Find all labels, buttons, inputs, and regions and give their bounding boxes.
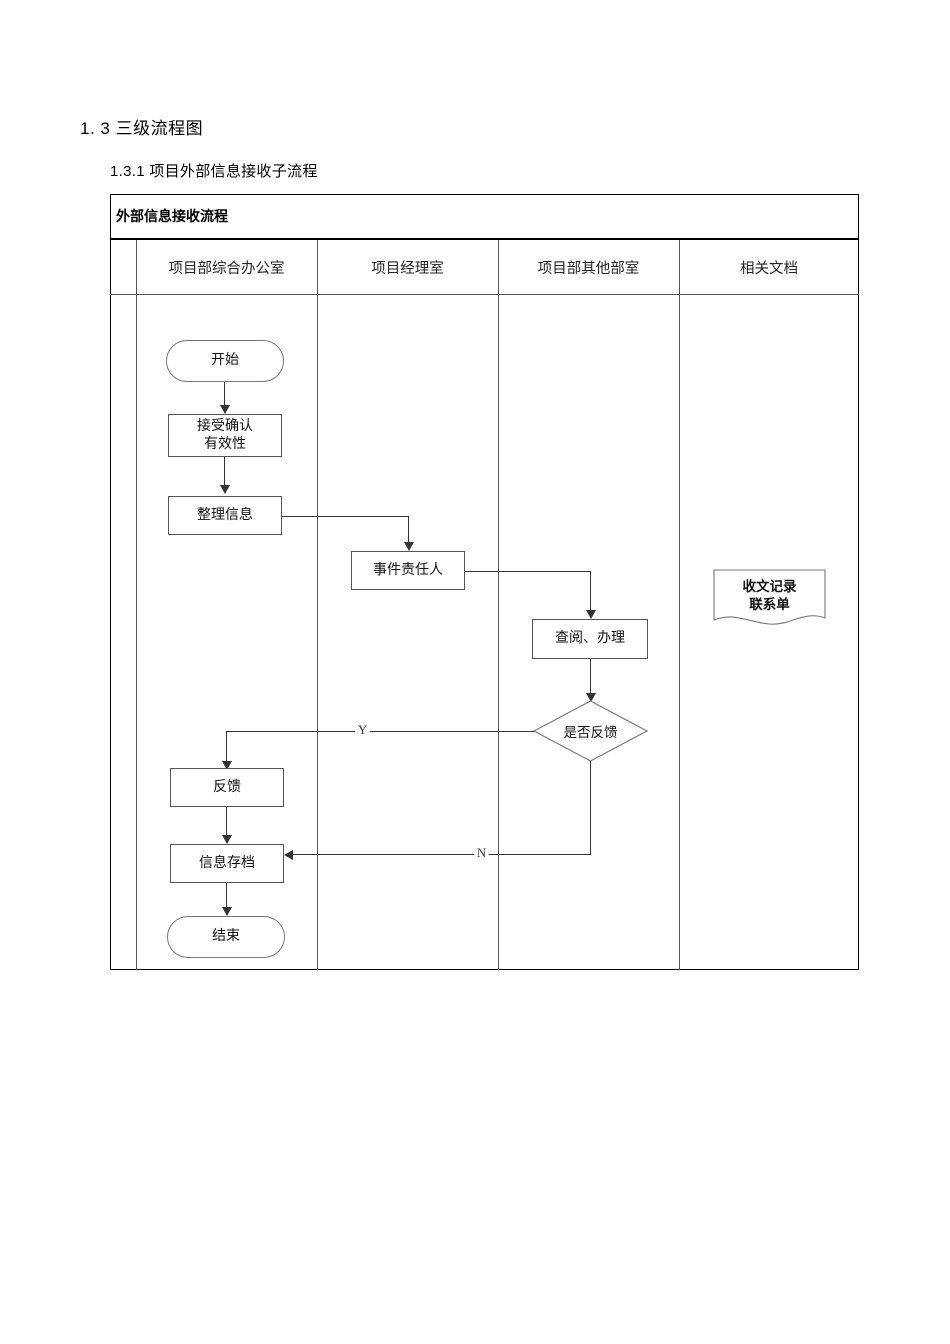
node-archive-label: 信息存档 bbox=[199, 855, 255, 871]
edge-yes-horizontal bbox=[226, 731, 534, 733]
arrowhead-decision bbox=[586, 693, 596, 702]
node-organize-info[interactable]: 整理信息 bbox=[168, 496, 282, 535]
node-end[interactable]: 结束 bbox=[167, 916, 285, 958]
lane-divider-0 bbox=[136, 240, 137, 970]
lane-header-row: 项目部综合办公室 项目经理室 项目部其他部室 相关文档 bbox=[110, 240, 859, 295]
lane-header-other-dept: 项目部其他部室 bbox=[537, 261, 640, 277]
node-decision-feedback[interactable]: 是否反馈 bbox=[533, 700, 648, 762]
arrowhead-confirm bbox=[220, 405, 230, 414]
edge-organize-to-owner-v bbox=[408, 516, 410, 549]
lane-divider-3 bbox=[679, 240, 680, 970]
edge-label-yes: Y bbox=[355, 723, 371, 738]
arrowhead-owner bbox=[404, 542, 414, 551]
edge-organize-to-owner-h bbox=[282, 516, 409, 518]
flowchart-title: 外部信息接收流程 bbox=[116, 208, 228, 224]
node-confirm-validity[interactable]: 接受确认 有效性 bbox=[168, 414, 282, 457]
node-record-line2: 联系单 bbox=[749, 597, 790, 613]
node-document-record-text: 收文记录 联系单 bbox=[712, 578, 827, 614]
lane-header-manager: 项目经理室 bbox=[371, 261, 444, 277]
edge-handle-to-decision bbox=[590, 659, 592, 697]
table-outer-border bbox=[110, 194, 859, 970]
arrowhead-archive-from-no bbox=[284, 850, 293, 860]
arrowhead-end bbox=[222, 907, 232, 916]
node-feedback[interactable]: 反馈 bbox=[170, 768, 284, 807]
edge-feedback-to-archive bbox=[226, 807, 228, 839]
edge-yes-vertical bbox=[226, 731, 228, 768]
node-start[interactable]: 开始 bbox=[166, 340, 284, 382]
edge-start-to-confirm bbox=[224, 382, 226, 408]
node-document-record[interactable]: 收文记录 联系单 bbox=[712, 568, 827, 630]
arrowhead-feedback bbox=[222, 761, 232, 770]
node-organize-label: 整理信息 bbox=[197, 507, 253, 523]
arrowhead-organize bbox=[220, 485, 230, 494]
flowchart-title-row: 外部信息接收流程 bbox=[110, 194, 859, 240]
edge-owner-to-handle-v bbox=[590, 571, 592, 616]
section-heading: 1. 3 三级流程图 bbox=[80, 119, 204, 138]
node-event-owner[interactable]: 事件责任人 bbox=[351, 551, 465, 590]
edge-no-vertical bbox=[590, 761, 592, 855]
node-feedback-label: 反馈 bbox=[213, 779, 241, 795]
edge-no-horizontal bbox=[292, 854, 591, 856]
arrowhead-handle bbox=[586, 610, 596, 619]
lane-divider-1 bbox=[317, 240, 318, 970]
subsection-heading: 1.3.1 项目外部信息接收子流程 bbox=[110, 163, 318, 180]
document-shape bbox=[713, 569, 826, 625]
node-confirm-line2: 有效性 bbox=[204, 436, 246, 452]
edge-owner-to-handle-h bbox=[465, 571, 591, 573]
node-record-line1: 收文记录 bbox=[742, 579, 797, 594]
node-end-label: 结束 bbox=[212, 929, 240, 945]
node-decision-label: 是否反馈 bbox=[563, 725, 618, 740]
flowchart-table: 外部信息接收流程 项目部综合办公室 项目经理室 项目部其他部室 相关文档 开始 … bbox=[110, 194, 859, 970]
edge-archive-to-end bbox=[226, 883, 228, 910]
node-archive-info[interactable]: 信息存档 bbox=[170, 844, 284, 883]
lane-header-office: 项目部综合办公室 bbox=[168, 261, 285, 277]
node-handle-label: 查阅、办理 bbox=[555, 631, 625, 647]
node-start-label: 开始 bbox=[211, 353, 239, 369]
lane-divider-2 bbox=[498, 240, 499, 970]
edge-confirm-to-organize bbox=[224, 457, 226, 488]
arrowhead-archive bbox=[222, 835, 232, 844]
node-owner-label: 事件责任人 bbox=[373, 562, 443, 578]
node-review-handle[interactable]: 查阅、办理 bbox=[532, 619, 648, 659]
edge-label-no: N bbox=[474, 846, 490, 861]
node-confirm-line1: 接受确认 bbox=[197, 419, 253, 434]
lane-header-documents: 相关文档 bbox=[740, 261, 798, 277]
